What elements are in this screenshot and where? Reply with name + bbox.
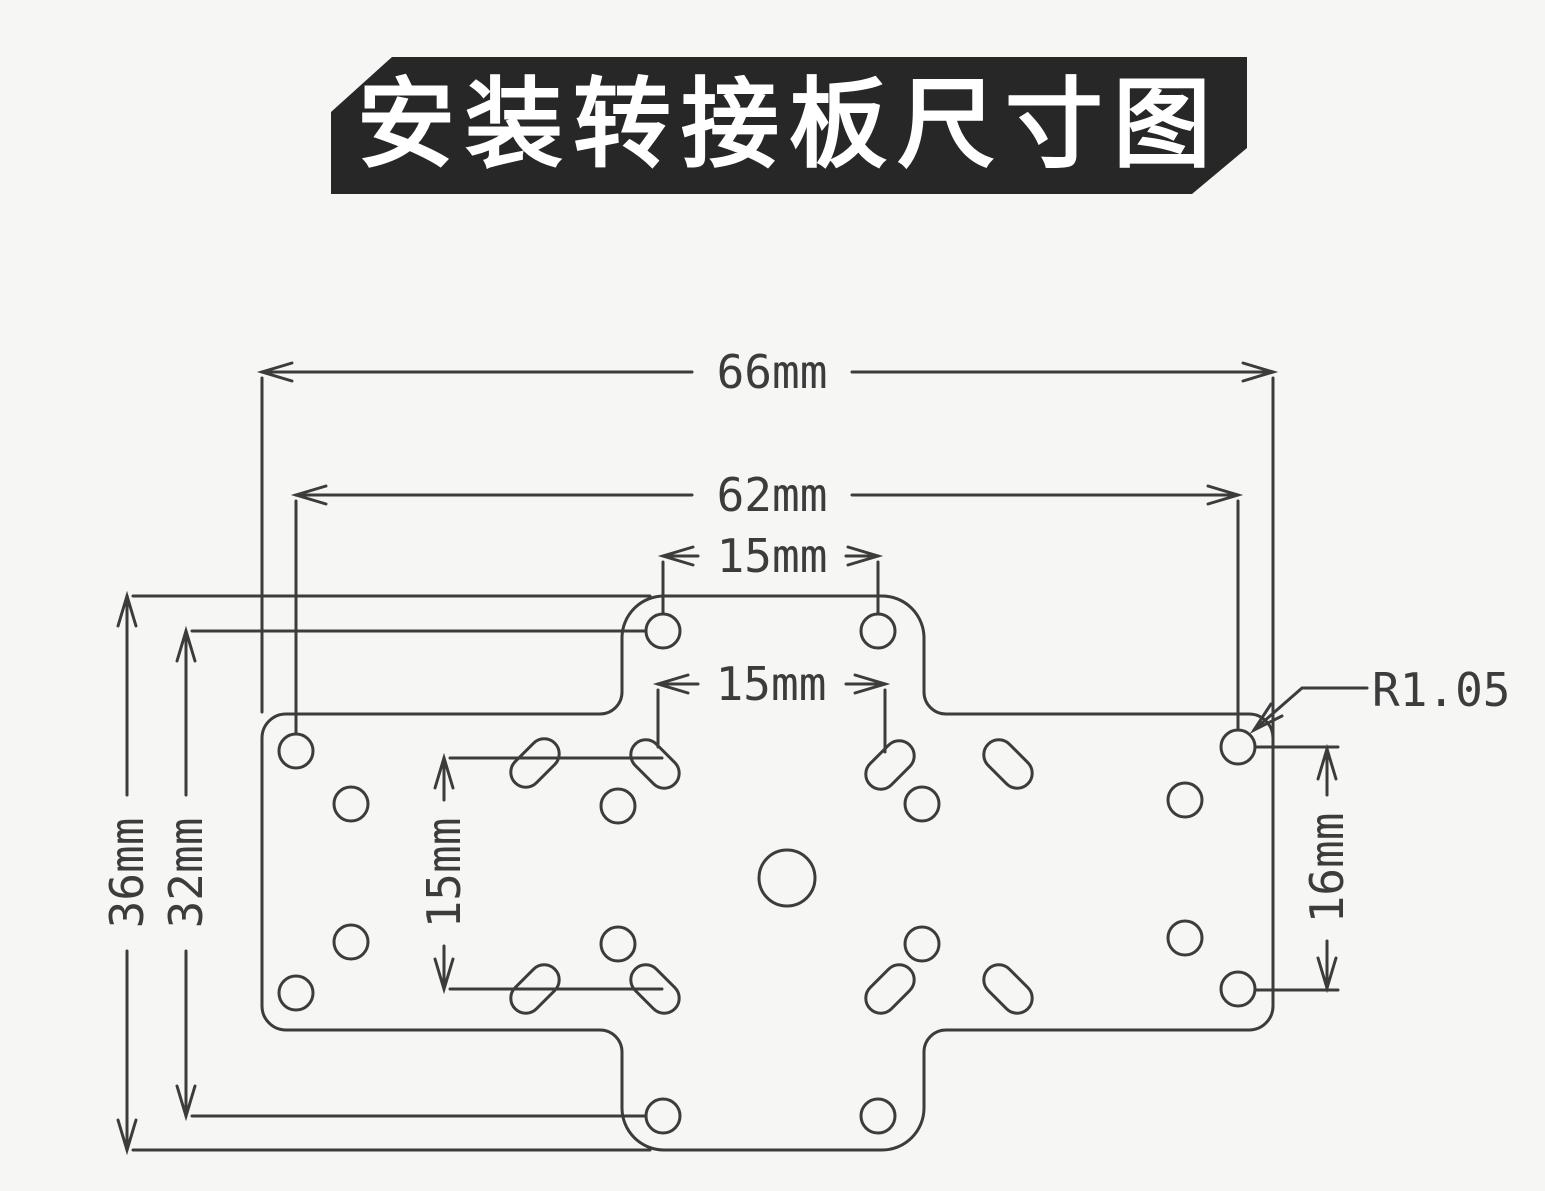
dim-label-62mm: 62mm xyxy=(717,468,828,522)
page-title: 安装转接板尺寸图 xyxy=(356,68,1221,179)
dimension-15mm-vertical: 15mm xyxy=(417,752,664,995)
dim-label-66mm: 66mm xyxy=(717,345,828,399)
dimension-15mm-middle: 15mm xyxy=(652,657,891,754)
title-banner: 安装转接板尺寸图 xyxy=(331,57,1247,194)
dimension-15mm-top: 15mm xyxy=(657,529,884,615)
slot-holes xyxy=(509,737,1034,1015)
dimension-66mm: 66mm xyxy=(256,345,1279,742)
dim-label-r1-05: R1.05 xyxy=(1372,663,1510,717)
dimension-32mm: 32mm xyxy=(159,625,648,1122)
dimension-62mm: 62mm xyxy=(290,468,1244,735)
dim-label-15mm-vertical: 15mm xyxy=(417,818,471,929)
radius-leader-r1-05: R1.05 xyxy=(1249,663,1510,734)
dim-label-15mm-middle: 15mm xyxy=(716,657,827,711)
center-hole xyxy=(757,848,817,908)
dim-label-36mm: 36mm xyxy=(100,818,154,929)
dimension-16mm: 16mm xyxy=(1254,743,1354,994)
mounting-holes xyxy=(277,612,1257,1135)
dim-label-32mm: 32mm xyxy=(159,818,213,929)
dim-label-15mm-top: 15mm xyxy=(717,529,828,583)
dimension-36mm: 36mm xyxy=(100,590,652,1156)
dim-label-16mm: 16mm xyxy=(1300,813,1354,924)
leader-arrow-icon xyxy=(1249,702,1284,734)
